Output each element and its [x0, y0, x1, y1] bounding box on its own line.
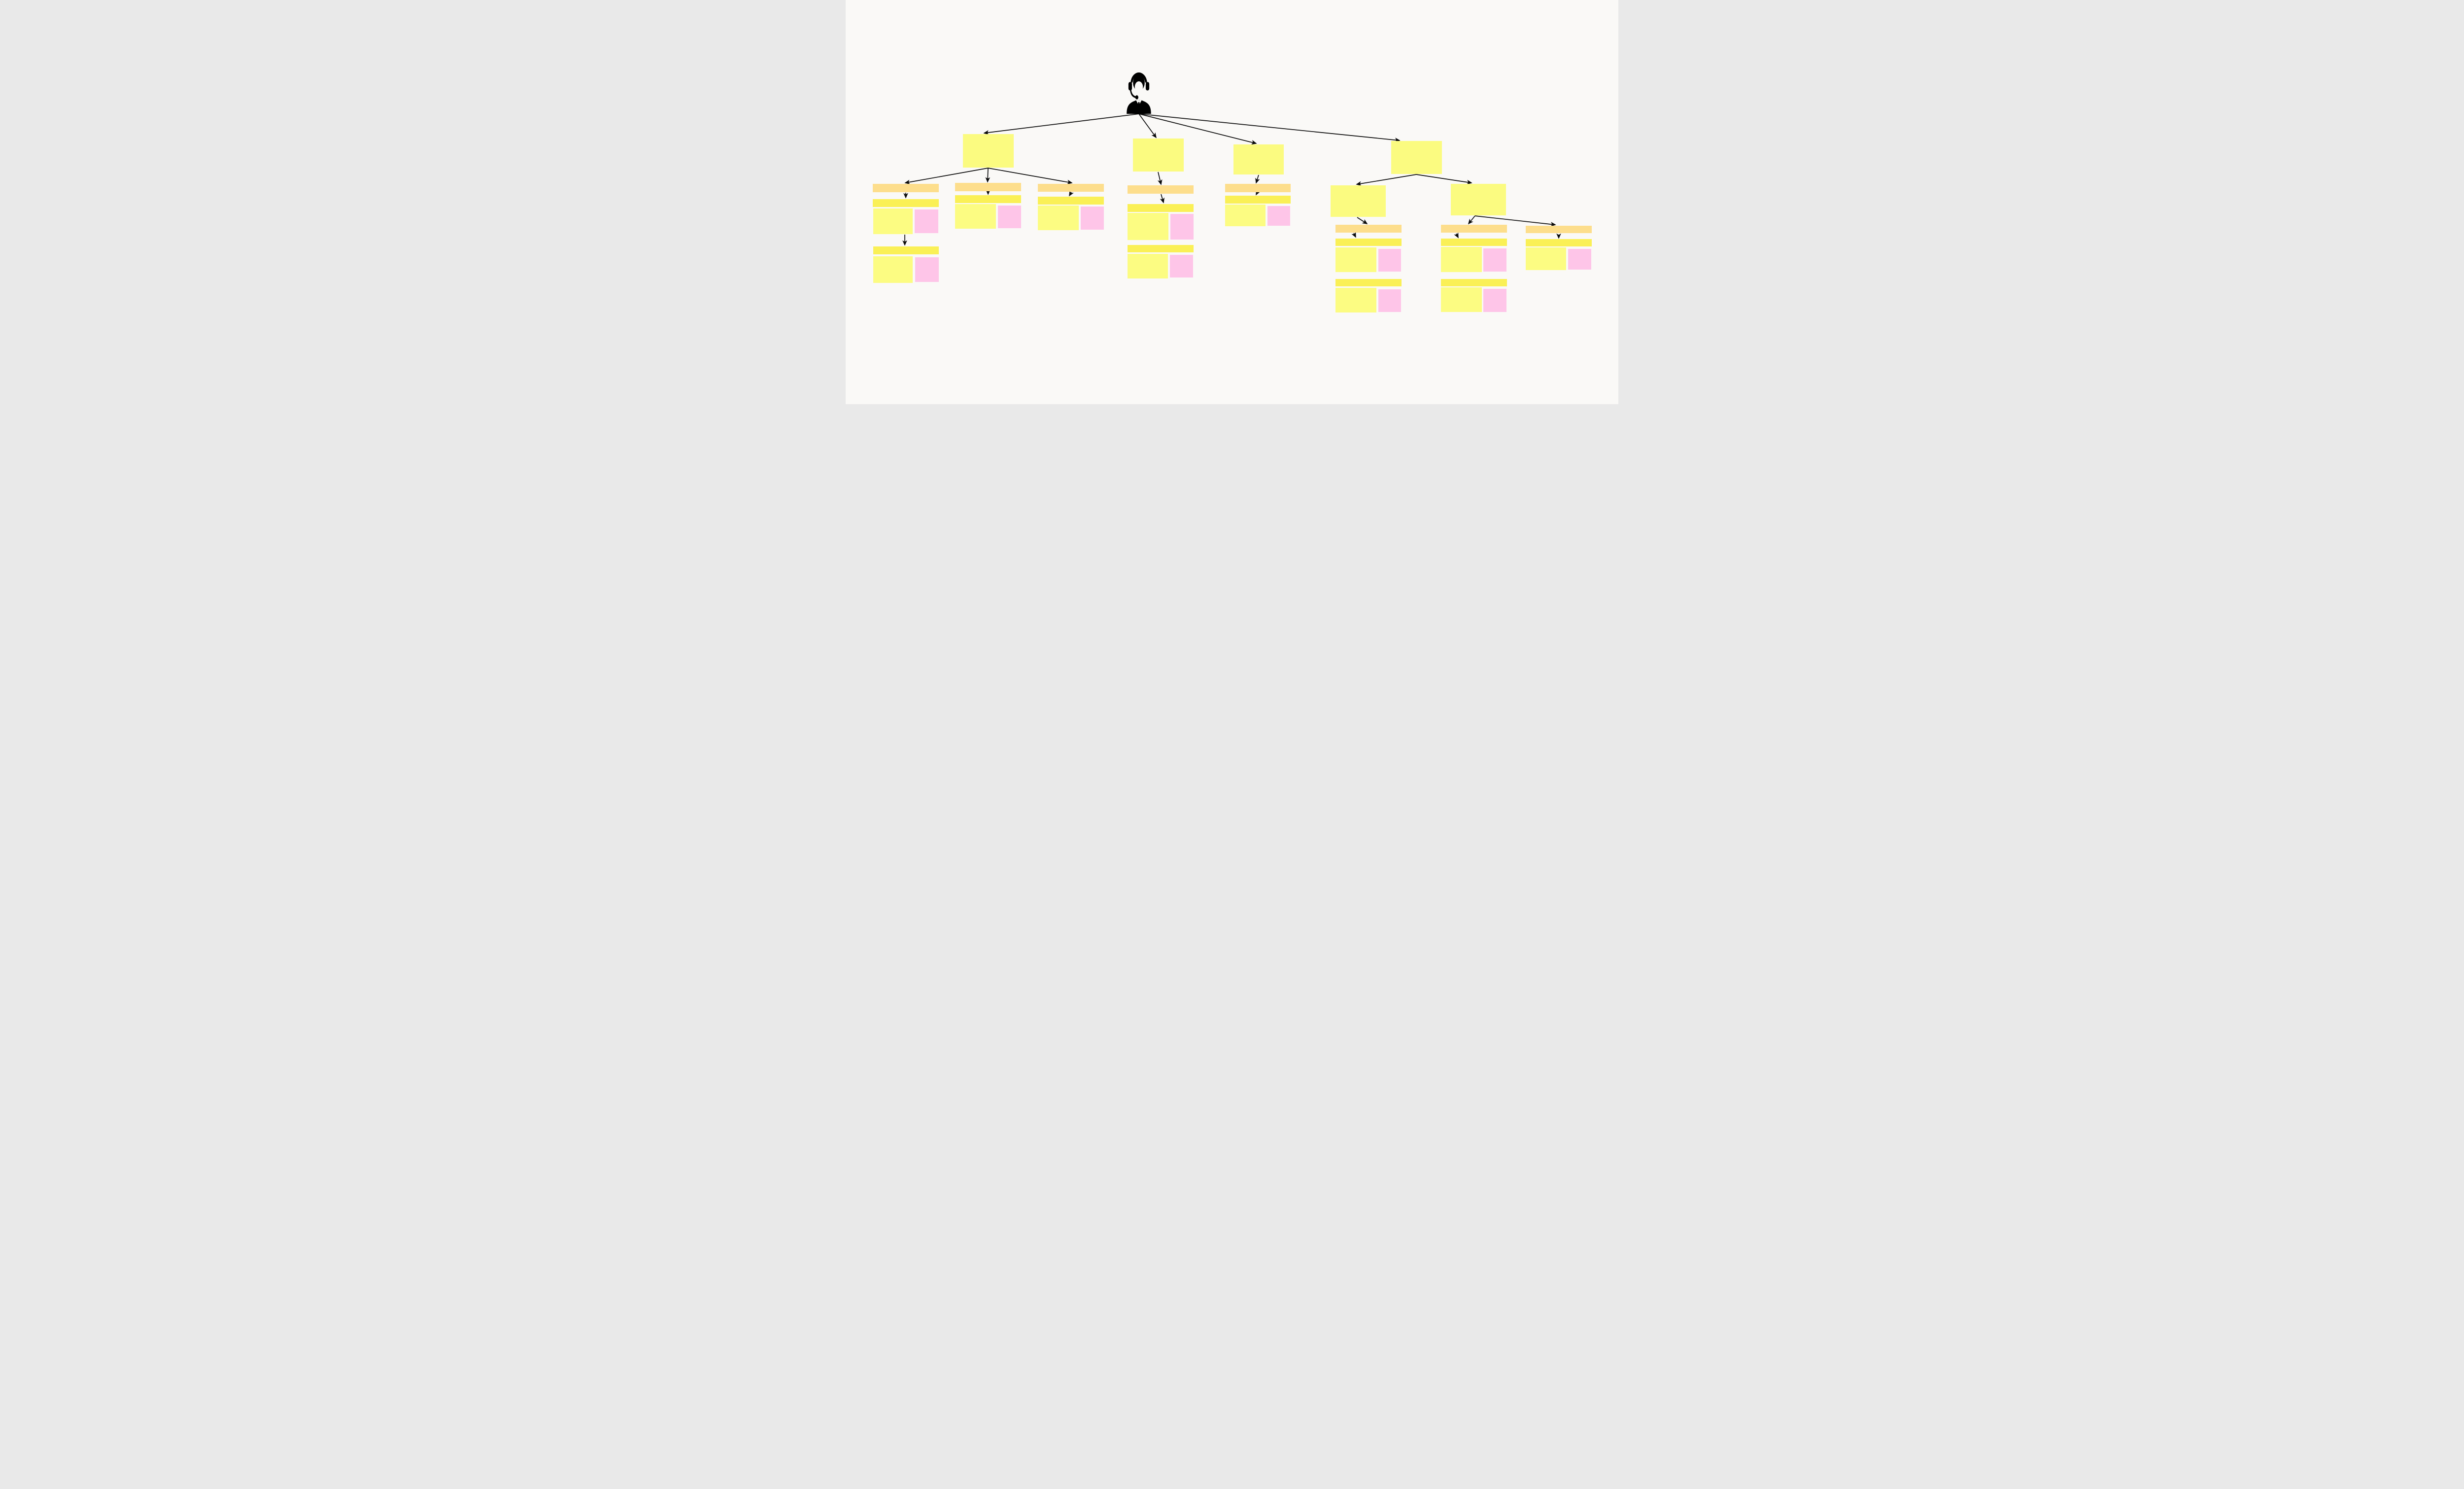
step-bar-note[interactable]: [1526, 239, 1592, 246]
connector-arrow[interactable]: [1416, 174, 1472, 185]
sticky-note-level1-4[interactable]: [1391, 141, 1442, 174]
connector-arrow[interactable]: [1454, 232, 1459, 239]
step-bar-note[interactable]: [1038, 197, 1104, 205]
alt-note[interactable]: [1170, 255, 1193, 277]
alt-note[interactable]: [1483, 248, 1506, 272]
step-bar-note[interactable]: [873, 246, 939, 254]
step-bar-note[interactable]: [1128, 204, 1194, 212]
alt-note[interactable]: [1267, 206, 1290, 226]
connector-arrow[interactable]: [1255, 174, 1260, 184]
connector-arrow[interactable]: [1256, 189, 1261, 196]
detail-note[interactable]: [1335, 247, 1376, 272]
step-bar-note[interactable]: [955, 195, 1021, 203]
step-bar-note[interactable]: [873, 199, 939, 207]
detail-note[interactable]: [1038, 206, 1079, 230]
detail-note[interactable]: [955, 204, 996, 229]
connector-arrow[interactable]: [1474, 215, 1556, 227]
connectors-layer: [902, 113, 1561, 246]
alt-note[interactable]: [1378, 289, 1401, 312]
detail-note[interactable]: [1526, 247, 1566, 270]
activity-bar-note[interactable]: [1225, 184, 1291, 192]
sticky-notes-layer: [873, 134, 1592, 312]
activity-bar-note[interactable]: [873, 184, 939, 192]
sticky-note-level1-3[interactable]: [1233, 144, 1284, 174]
alt-note[interactable]: [1378, 249, 1401, 272]
step-bar-note[interactable]: [1128, 245, 1194, 252]
activity-bar-note[interactable]: [1335, 225, 1402, 233]
alt-note[interactable]: [915, 209, 938, 233]
connector-arrow[interactable]: [1468, 215, 1475, 225]
detail-note[interactable]: [1441, 287, 1482, 312]
alt-note[interactable]: [1081, 207, 1104, 230]
alt-note[interactable]: [1568, 249, 1591, 270]
detail-note[interactable]: [1335, 288, 1376, 312]
step-bar-note[interactable]: [1441, 239, 1507, 246]
connector-arrow[interactable]: [988, 168, 1073, 185]
whiteboard[interactable]: [846, 0, 1618, 404]
activity-bar-note[interactable]: [1128, 185, 1194, 194]
whiteboard-canvas[interactable]: [846, 0, 1618, 404]
alt-note[interactable]: [1483, 289, 1506, 312]
connector-arrow[interactable]: [1138, 113, 1257, 145]
connector-arrow[interactable]: [1356, 174, 1417, 186]
detail-note[interactable]: [1441, 247, 1482, 272]
detail-note[interactable]: [1225, 205, 1266, 226]
alt-note[interactable]: [998, 206, 1021, 228]
detail-note[interactable]: [1128, 254, 1168, 278]
connector-arrow[interactable]: [1160, 194, 1165, 204]
activity-bar-note[interactable]: [1441, 225, 1507, 233]
alt-note[interactable]: [1170, 214, 1194, 240]
detail-note[interactable]: [873, 256, 913, 283]
activity-bar-note[interactable]: [1526, 226, 1592, 233]
connector-arrow[interactable]: [1351, 232, 1356, 238]
connector-arrow[interactable]: [1158, 172, 1163, 185]
detail-note[interactable]: [1128, 213, 1168, 240]
connector-arrow[interactable]: [904, 168, 989, 185]
connector-arrow[interactable]: [1138, 113, 1401, 142]
detail-note[interactable]: [873, 208, 913, 234]
connector-arrow[interactable]: [1138, 113, 1157, 139]
activity-bar-note[interactable]: [1038, 184, 1104, 192]
step-bar-note[interactable]: [1225, 196, 1291, 204]
sticky-note-level2-2[interactable]: [1451, 184, 1506, 215]
activity-bar-note[interactable]: [955, 183, 1021, 191]
sticky-note-level1-1[interactable]: [963, 134, 1014, 168]
step-bar-note[interactable]: [1335, 239, 1402, 246]
step-bar-note[interactable]: [1441, 279, 1507, 286]
sticky-note-level1-2[interactable]: [1133, 139, 1184, 172]
sticky-note-level2-1[interactable]: [1331, 185, 1386, 217]
step-bar-note[interactable]: [1335, 279, 1402, 286]
alt-note[interactable]: [915, 257, 939, 282]
connector-arrow[interactable]: [1357, 217, 1368, 224]
connector-arrow[interactable]: [983, 113, 1139, 135]
connector-arrow[interactable]: [1069, 190, 1074, 197]
